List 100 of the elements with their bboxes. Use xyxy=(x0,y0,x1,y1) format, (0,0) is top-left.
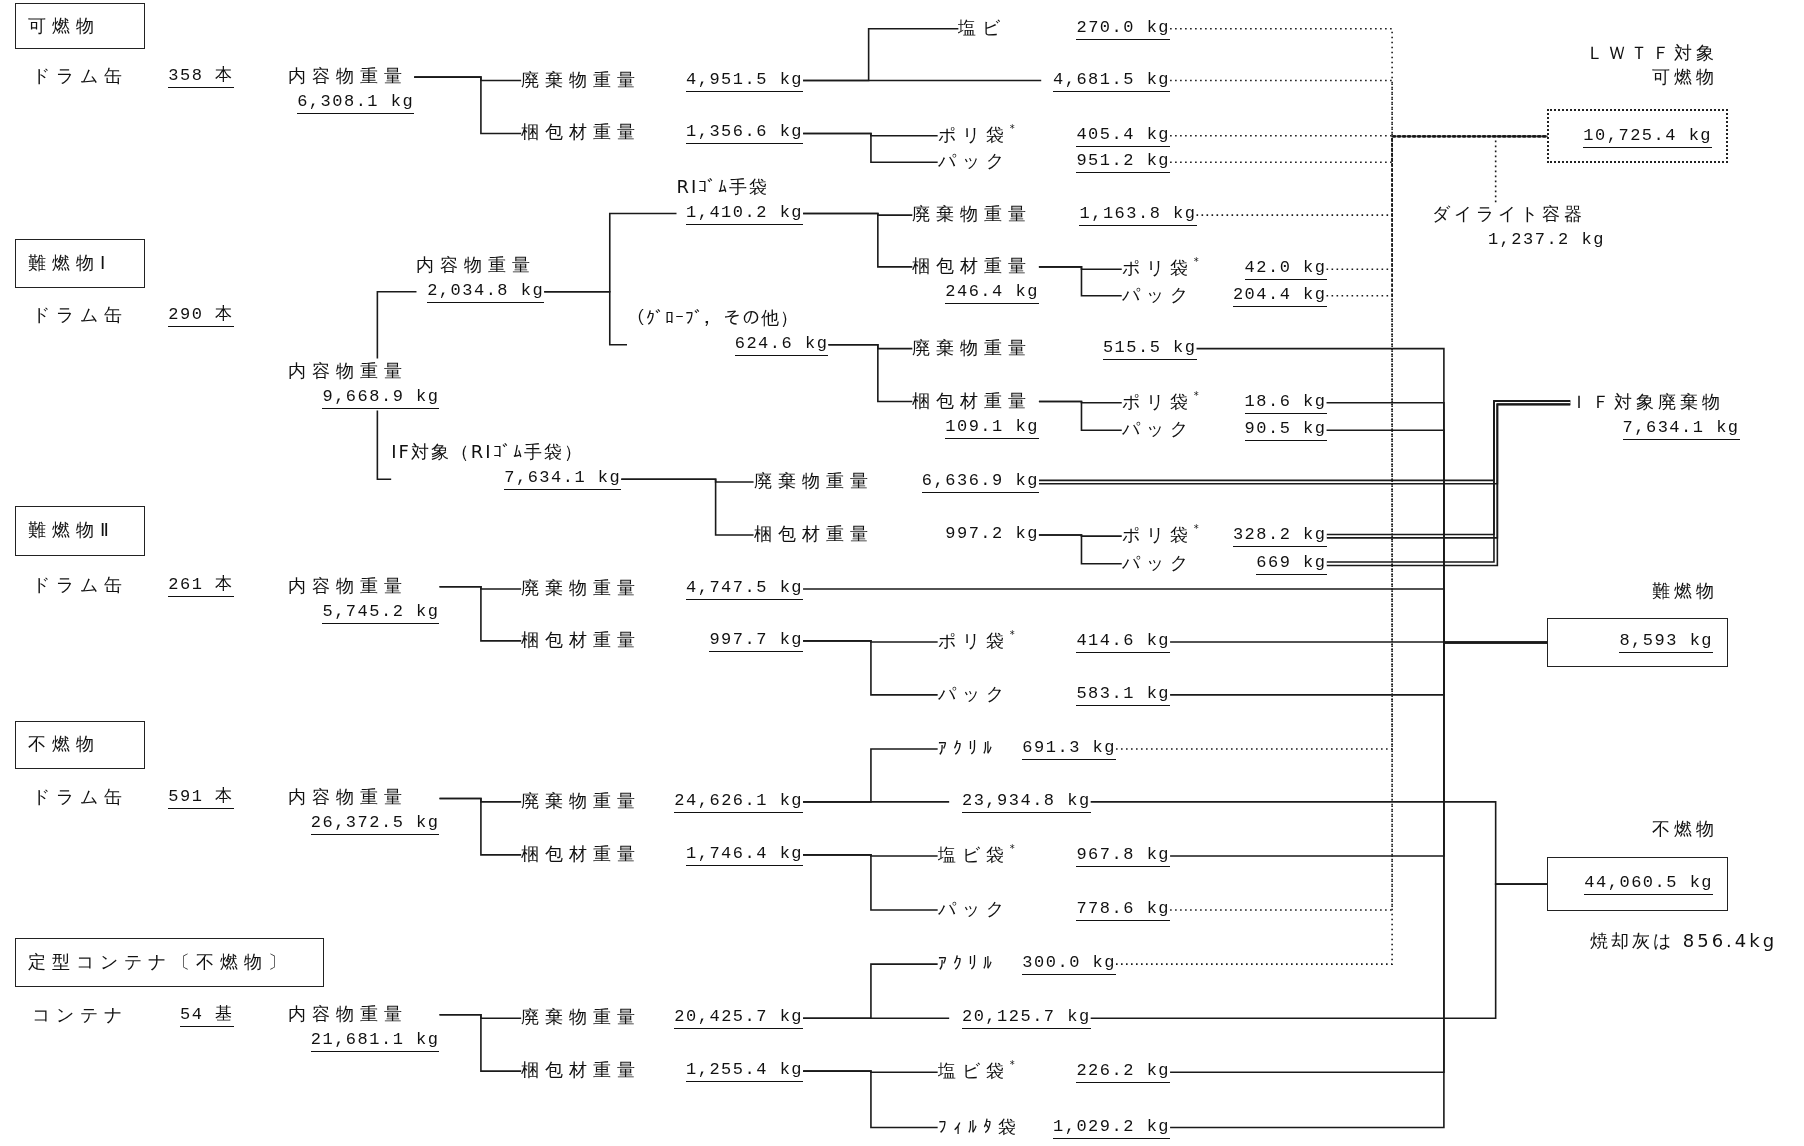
weight-value: 44,060.5 kg xyxy=(1584,871,1714,895)
weight-value: 1,029.2 kg xyxy=(1053,1115,1171,1139)
connector-line xyxy=(1089,883,1549,1019)
box-heading: 難燃物 xyxy=(1651,578,1719,603)
connector-line xyxy=(438,797,522,856)
connector-line xyxy=(802,640,939,696)
count-value: 261 本 xyxy=(168,573,234,597)
item-label: 廃棄物重量 xyxy=(521,577,642,600)
item-label: ポリ袋$^{*}$ xyxy=(937,630,1021,652)
connector-line xyxy=(802,1070,939,1129)
weight-value: 204.4 kg xyxy=(1232,283,1327,307)
item-label: 内容物重量 xyxy=(287,1002,408,1025)
connector-line xyxy=(438,585,522,642)
item-label: ﾌｨﾙﾀ袋 xyxy=(937,1115,1022,1138)
item-label: ポリ袋$^{*}$ xyxy=(1121,257,1205,280)
item-label: パック xyxy=(937,682,1010,705)
weight-value: 7,634.1 kg xyxy=(1622,416,1740,440)
category-box xyxy=(14,506,145,556)
connector-line xyxy=(802,212,914,268)
weight-value: 8,593 kg xyxy=(1619,630,1714,654)
category-box xyxy=(14,937,325,988)
category-label: 不燃物 xyxy=(27,733,100,756)
item-label: 塩ビ xyxy=(958,16,1007,39)
item-label: 梱包材重量 xyxy=(912,254,1033,277)
weight-value: 9,668.9 kg xyxy=(322,385,440,409)
item-label: 廃棄物重量 xyxy=(521,1006,642,1029)
container-label: ドラム缶 xyxy=(32,573,129,596)
connector-line xyxy=(802,854,939,911)
item-label: 梱包材重量 xyxy=(521,842,642,865)
weight-value: 20,425.7 kg xyxy=(674,1006,804,1030)
weight-value: 6,308.1 kg xyxy=(297,91,415,115)
item-label: ポリ袋$^{*}$ xyxy=(937,123,1021,146)
category-label: 定型コンテナ〔不燃物〕 xyxy=(27,950,292,973)
item-label: 梱包材重量 xyxy=(521,121,642,144)
connector-line xyxy=(802,79,1042,82)
weight-value: 951.2 kg xyxy=(1076,150,1171,174)
weight-value: 997.2 kg xyxy=(945,523,1039,545)
connector-line xyxy=(802,801,950,803)
box-heading: ＬＷＴＦ対象可燃物 xyxy=(1585,41,1719,90)
container-label: ドラム缶 xyxy=(32,65,129,88)
weight-value: 246.4 kg xyxy=(945,280,1039,304)
weight-value: 624.6 kg xyxy=(734,332,829,356)
container-label: コンテナ xyxy=(32,1003,129,1026)
double-line-connector xyxy=(1326,400,1571,567)
item-label: 内容物重量 xyxy=(287,574,408,597)
weight-value: 967.8 kg xyxy=(1076,843,1171,867)
item-label: パック xyxy=(1121,418,1194,441)
connector-line xyxy=(376,409,392,481)
weight-value: 226.2 kg xyxy=(1076,1060,1171,1084)
connector-line xyxy=(1038,266,1123,297)
weight-value: 1,237.2 kg xyxy=(1487,229,1605,252)
connector-line xyxy=(620,478,755,536)
item-label: 廃棄物重量 xyxy=(753,470,874,493)
weight-value: 90.5 kg xyxy=(1244,418,1327,442)
item-label: 内容物重量 xyxy=(287,65,408,88)
weight-value: 583.1 kg xyxy=(1076,682,1171,706)
weight-value: 26,372.5 kg xyxy=(310,812,440,836)
weight-value: 18.6 kg xyxy=(1244,390,1327,414)
connector-line xyxy=(543,290,628,346)
item-label: 内容物重量 xyxy=(287,359,408,382)
weight-value: 1,255.4 kg xyxy=(686,1059,804,1083)
weight-value: 405.4 kg xyxy=(1076,123,1171,147)
weight-value: 4,681.5 kg xyxy=(1053,68,1171,92)
connector-line xyxy=(827,343,914,403)
connector-line xyxy=(802,132,939,163)
count-value: 54 基 xyxy=(179,1003,234,1027)
weight-value: 23,934.8 kg xyxy=(961,789,1091,813)
weight-value: 4,951.5 kg xyxy=(686,68,804,92)
category-box xyxy=(14,3,145,50)
item-label: 廃棄物重量 xyxy=(912,336,1033,359)
item-label: ダイライト容器 xyxy=(1432,203,1587,226)
connector-line xyxy=(1038,534,1123,565)
item-label: パック xyxy=(1121,551,1194,574)
item-label: 廃棄物重量 xyxy=(912,203,1033,226)
item-label: 塩ビ袋$^{*}$ xyxy=(937,1060,1021,1083)
item-label: ｱｸﾘﾙ xyxy=(937,952,998,975)
item-label: IF対象（RIｺﾞﾑ手袋） xyxy=(391,441,584,464)
weight-value: 4,747.5 kg xyxy=(686,577,804,601)
item-label: 内容物重量 xyxy=(416,253,537,276)
item-label: 廃棄物重量 xyxy=(521,789,642,812)
dotted-connector xyxy=(1169,135,1549,911)
container-label: ドラム缶 xyxy=(32,304,129,327)
item-label: パック xyxy=(1121,283,1194,306)
item-label: 廃棄物重量 xyxy=(521,68,642,91)
connector-line xyxy=(438,1013,522,1072)
weight-value: 328.2 kg xyxy=(1232,524,1327,548)
item-label: 梱包材重量 xyxy=(753,523,874,545)
connector-line xyxy=(413,76,522,135)
item-label: パック xyxy=(937,898,1010,921)
weight-value: 6,636.9 kg xyxy=(921,470,1039,494)
item-label: 梱包材重量 xyxy=(521,628,642,651)
category-label: 難燃物Ⅰ xyxy=(27,251,112,274)
item-label: ポリ袋$^{*}$ xyxy=(1121,390,1205,413)
weight-value: 778.6 kg xyxy=(1076,898,1171,922)
item-label: パック xyxy=(937,150,1010,173)
weight-value: 20,125.7 kg xyxy=(961,1006,1091,1030)
count-value: 591 本 xyxy=(168,786,234,810)
item-label: RIｺﾞﾑ手袋 xyxy=(676,175,770,198)
count-value: 358 本 xyxy=(168,65,234,89)
category-box xyxy=(14,239,145,288)
